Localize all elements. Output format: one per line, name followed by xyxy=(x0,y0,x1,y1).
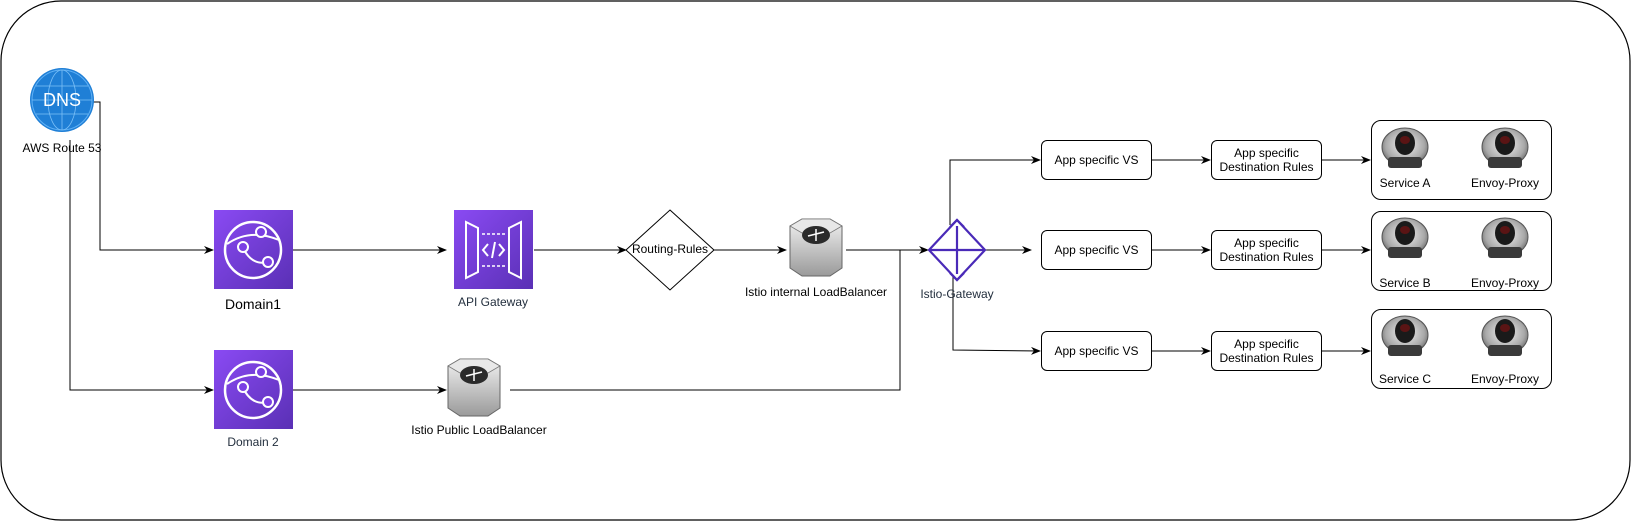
robot-icon xyxy=(1481,217,1529,258)
api-gateway-icon xyxy=(454,210,533,289)
envoy-proxy-label: Envoy-Proxy xyxy=(1470,176,1540,190)
edge-gateway-vs-a xyxy=(949,156,1041,225)
robot-icon xyxy=(1381,127,1429,168)
api-gateway-label: API Gateway xyxy=(457,295,529,309)
dns-globe-icon xyxy=(30,68,94,132)
connectors xyxy=(69,101,1371,394)
robot-icon xyxy=(1481,127,1529,168)
service-label: Service C xyxy=(1378,372,1431,386)
service-group xyxy=(1371,309,1552,389)
destination-rules-line: App specific xyxy=(1234,236,1299,250)
istio-gateway-label: Istio-Gateway xyxy=(920,287,994,301)
load-balancer-icon xyxy=(447,358,501,417)
robot-icon xyxy=(1381,315,1429,356)
domain2-label: Domain 2 xyxy=(227,435,279,449)
edge-dns-domain2 xyxy=(69,140,214,394)
virtual-service-box: App specific VS xyxy=(1041,140,1152,180)
load-balancer-icon xyxy=(789,218,843,277)
istio-gateway-icon xyxy=(927,218,987,282)
robot-icon xyxy=(1381,217,1429,258)
envoy-proxy-label: Envoy-Proxy xyxy=(1470,372,1540,386)
service-label: Service B xyxy=(1379,276,1431,290)
public-lb-label: Istio Public LoadBalancer xyxy=(411,423,547,437)
edge-public-lb-gateway xyxy=(510,250,901,391)
aws-route53-label: AWS Route 53 xyxy=(22,141,102,155)
domain1-label: Domain1 xyxy=(224,296,282,312)
internal-lb-label: Istio internal LoadBalancer xyxy=(744,285,888,299)
destination-rules-line: Destination Rules xyxy=(1219,250,1314,264)
dns-badge: DNS xyxy=(42,90,81,110)
edge-dns-domain1 xyxy=(92,101,214,254)
routing-rules-diamond xyxy=(625,209,715,291)
service-label: Service A xyxy=(1379,176,1431,190)
routing-rules-label: Routing-Rules xyxy=(631,242,709,256)
cloudfront-icon xyxy=(214,210,293,289)
destination-rules-line: App specific xyxy=(1234,337,1299,351)
cloudfront-icon xyxy=(214,350,293,429)
service-group xyxy=(1371,211,1552,291)
edge-gateway-vs-c xyxy=(952,276,1041,355)
destination-rules-line: Destination Rules xyxy=(1219,351,1314,365)
destination-rules-line: Destination Rules xyxy=(1219,160,1314,174)
destination-rules-line: App specific xyxy=(1234,146,1299,160)
robot-icon xyxy=(1481,315,1529,356)
service-robot-icons xyxy=(1381,127,1529,356)
virtual-service-box: App specific VS xyxy=(1041,230,1152,270)
service-group xyxy=(1371,120,1552,200)
virtual-service-box: App specific VS xyxy=(1041,331,1152,371)
envoy-proxy-label: Envoy-Proxy xyxy=(1470,276,1540,290)
